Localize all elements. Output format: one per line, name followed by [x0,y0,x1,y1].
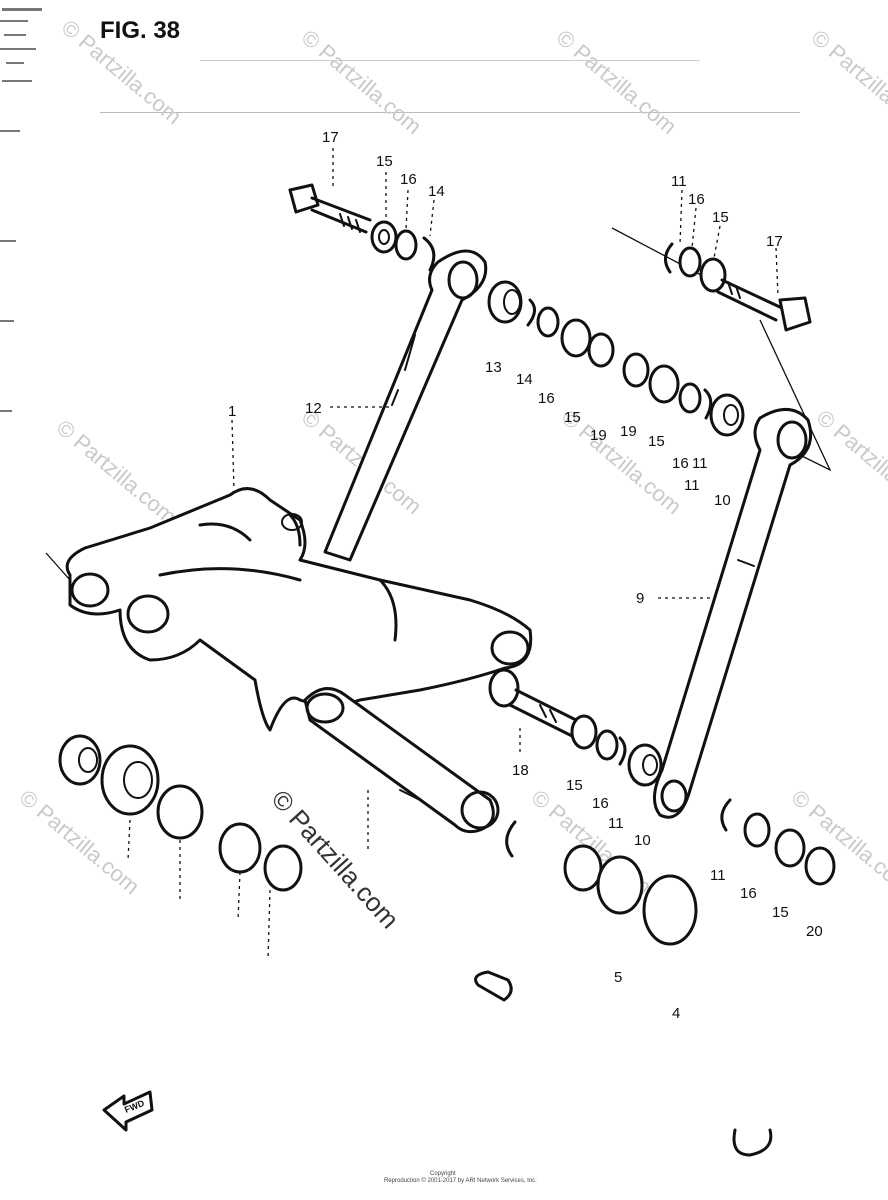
callout-16: 16 [688,191,705,208]
callout-16: 16 [672,455,689,472]
callout-14: 14 [428,183,445,200]
callout-17: 17 [766,233,783,250]
callout-15: 15 [712,209,729,226]
callout-10: 10 [714,492,731,509]
callout-11: 11 [684,477,700,494]
callout-15: 15 [648,433,665,450]
callout-15: 15 [376,153,393,170]
callout-12: 12 [305,400,322,417]
callout-13: 13 [485,359,502,376]
bolt-17-right [664,242,812,332]
callouts: 17 15 16 14 11 16 15 17 13 14 16 15 19 1… [228,129,823,1022]
callout-11: 11 [671,173,687,190]
callout-11: 11 [710,867,726,884]
footer-line1: Copyright [430,1171,456,1177]
callout-20: 20 [806,923,823,940]
callout-14: 14 [516,371,533,388]
callout-18: 18 [512,762,529,779]
watermark: © Partzilla.com [812,405,888,519]
callout-16: 16 [592,795,609,812]
lower-left-bushings [58,734,303,892]
callout-16: 16 [740,885,757,902]
callout-15: 15 [772,904,789,921]
scan-noise [0,8,800,412]
link-rod-12 [323,249,488,562]
reference-line-left [45,552,71,581]
callout-17: 17 [322,129,339,146]
callout-16: 16 [400,171,417,188]
cushion-lever-1 [65,487,533,732]
figure-title: FIG. 38 [100,17,180,44]
callout-10: 10 [634,832,651,849]
callout-16: 16 [538,390,555,407]
bolt-18-stack [488,668,663,787]
callout-15: 15 [566,777,583,794]
lower-right-stack [720,798,836,886]
callout-19: 19 [620,423,637,440]
bottom-fragment [732,1128,773,1157]
callout-1: 1 [228,403,236,420]
callout-9: 9 [636,590,644,607]
footer: Copyright Reproduction © 2001-2017 by AR… [384,1171,537,1184]
callout-11: 11 [608,815,624,832]
bolt-17-left [288,183,436,272]
link-rod-9 [653,408,813,819]
callout-4: 4 [672,1005,680,1022]
watermark: © Partzilla.com [52,415,182,529]
watermark: © Partzilla.com [807,25,888,139]
pivot-shaft [303,687,500,834]
callout-5: 5 [614,969,622,986]
lower-center-parts [474,820,698,1002]
collar-stack-center [487,280,745,437]
footer-line2: Reproduction © 2001-2017 by ARI Network … [384,1177,537,1184]
leader-lines [127,148,779,961]
watermark: © Partzilla.com [552,25,682,139]
fwd-arrow: FWD [102,1090,154,1132]
callout-11: 11 [692,455,708,472]
callout-19: 19 [590,427,607,444]
watermark: © Partzilla.com [297,25,427,139]
callout-15: 15 [564,409,581,426]
